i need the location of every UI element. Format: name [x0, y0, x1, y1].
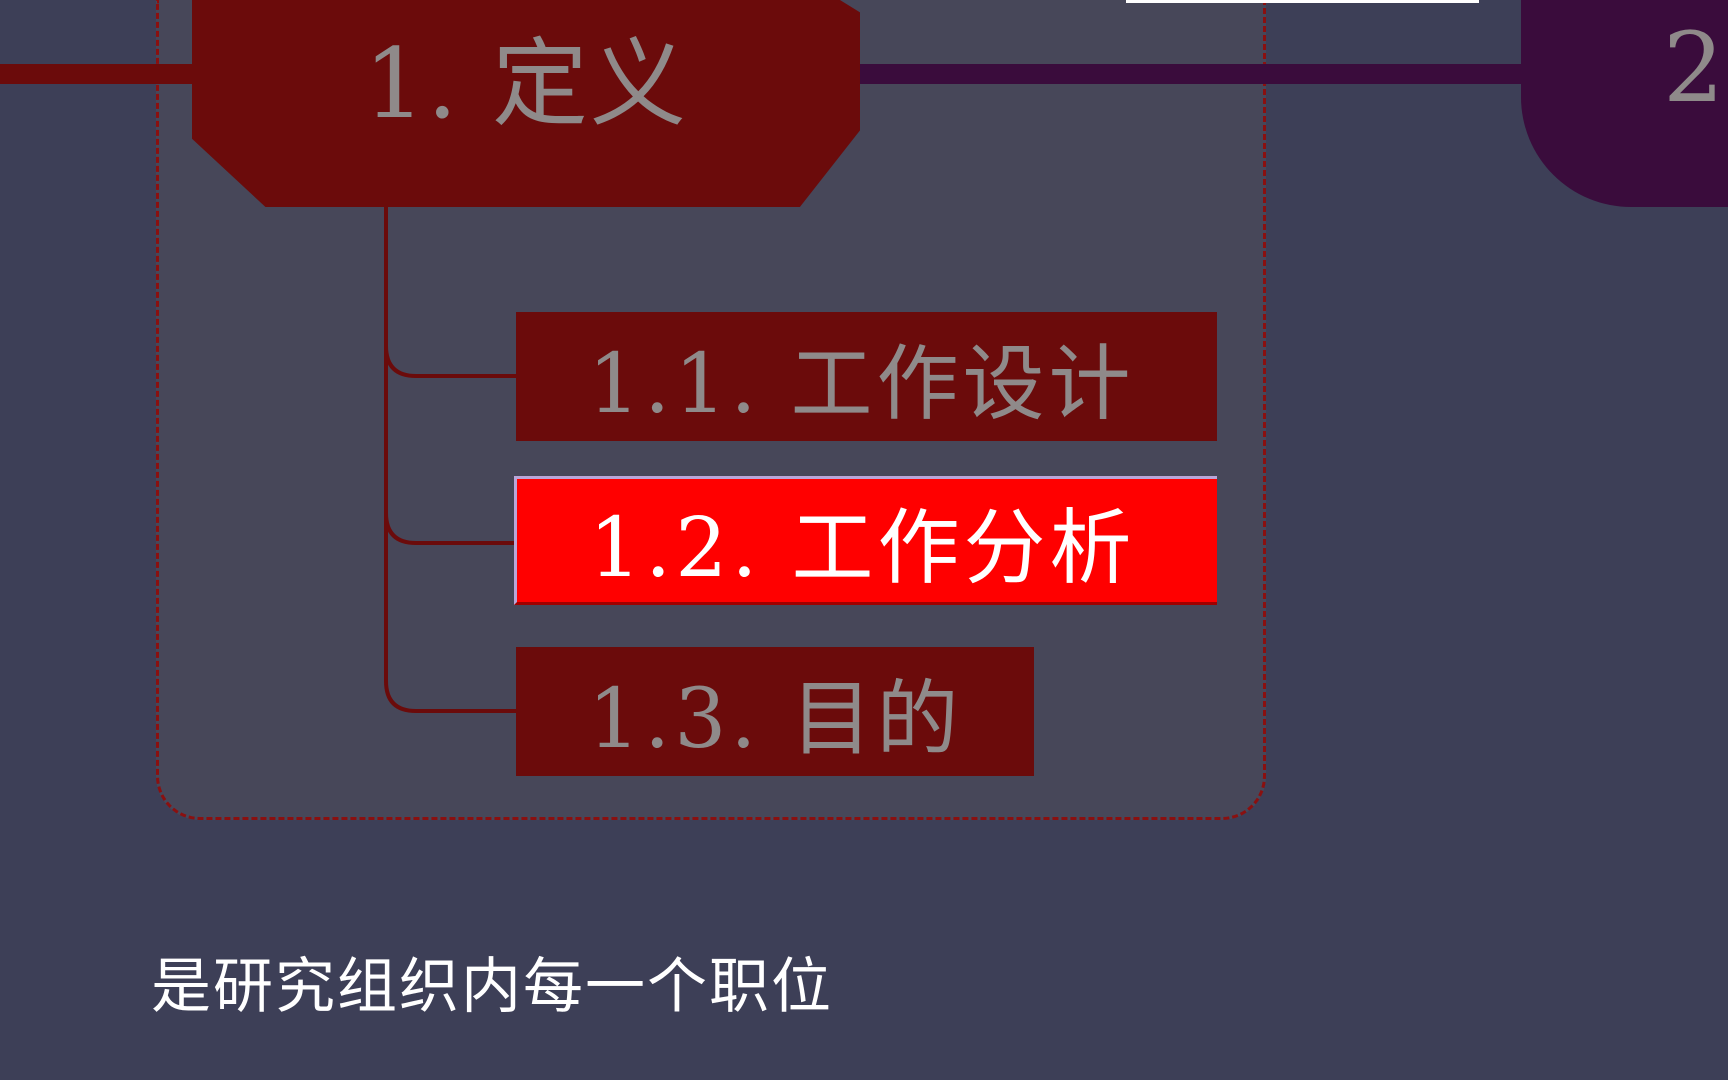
next-topic-label: 2: [1663, 12, 1725, 124]
top-bar: [1126, 0, 1479, 3]
subtopic-label: 1.2. 工作分析: [589, 501, 1136, 596]
connector-line-left: [0, 64, 194, 84]
subtopic-node[interactable]: 1.3. 目的: [516, 647, 1034, 776]
subtopic-label: 1.3. 目的: [588, 672, 963, 767]
connector-line-right: [858, 64, 1528, 84]
subtopic-label: 1.1. 工作设计: [588, 337, 1135, 432]
next-topic-node[interactable]: 2: [1521, 0, 1728, 207]
main-topic-label: 1. 定义: [363, 28, 689, 140]
main-topic-node[interactable]: 1. 定义: [192, 0, 860, 207]
subtopic-node[interactable]: 1.1. 工作设计: [516, 312, 1217, 441]
subtopic-node-selected[interactable]: 1.2. 工作分析: [514, 476, 1217, 605]
subtitle-caption: 是研究组织内每一个职位: [151, 952, 833, 1022]
